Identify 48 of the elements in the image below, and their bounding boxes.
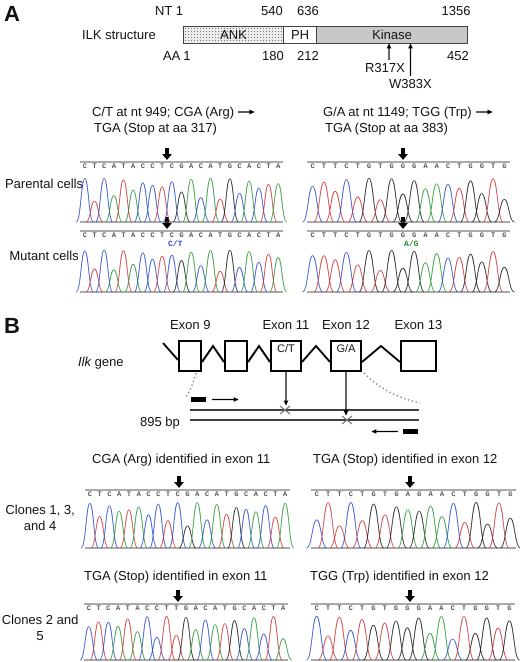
annotation-text: 895 bp — [140, 414, 180, 429]
mutation-label: R317X — [365, 60, 405, 75]
exon-label: Exon 11 — [262, 317, 310, 332]
row-label: Mutant cells — [8, 248, 80, 264]
panel-letter: B — [4, 314, 20, 338]
annotation-text: 636 — [297, 3, 319, 18]
arrow — [344, 372, 348, 416]
annotation-text: 540 — [261, 3, 283, 18]
exon-label: Exon 13 — [394, 317, 442, 332]
annotation-text: CGA (Arg) identified in exon 11 — [92, 451, 270, 466]
annotation-text: TGA (Stop) identified in exon 12 — [313, 451, 498, 466]
base-call-label: C/T — [168, 240, 182, 249]
annotation-text: TGA (Stop at aa 383) — [325, 120, 448, 135]
mutation-mark — [342, 415, 352, 425]
arrow — [386, 44, 392, 60]
annotation-text: TGG (Trp) identified in exon 12 — [310, 568, 489, 583]
annotation-text: G/A at nt 1149; TGG (Trp) — [323, 104, 472, 119]
arrow — [408, 44, 413, 76]
intron-line — [201, 344, 225, 363]
base-call-label: A/G — [404, 240, 418, 249]
intron-line — [247, 344, 271, 363]
panel-letter: A — [4, 2, 20, 26]
annotation-text: ILK structure — [82, 27, 156, 42]
annotation-text: 212 — [297, 48, 319, 63]
domain-segment: ANK — [183, 26, 284, 44]
row-label: Clones 1, 3, and 4 — [4, 502, 76, 534]
exon-box — [224, 340, 248, 372]
annotation-text: C/T at nt 949; CGA (Arg) — [92, 104, 234, 119]
exon-label: Exon 9 — [170, 317, 210, 332]
annotation-text: AA 1 — [163, 48, 190, 63]
annotation-text: 452 — [447, 48, 469, 63]
annotation-text: NT 1 — [155, 3, 183, 18]
intron-line — [361, 344, 401, 363]
intron-line — [301, 344, 331, 363]
annotation-text: Ilk gene — [78, 354, 124, 369]
annotation-text: 180 — [262, 48, 284, 63]
domain-segment: Kinase — [317, 26, 468, 44]
mutation-label: C/T — [277, 343, 295, 355]
annotation-text: TGA (Stop) identified in exon 11 — [84, 568, 268, 583]
annotation-text: TGA (Stop at aa 317) — [94, 120, 217, 135]
mutation-label: W383X — [389, 76, 432, 91]
row-label: Parental cells — [4, 176, 84, 192]
row-label: Clones 2 and 5 — [0, 612, 80, 644]
annotation-text: 1356 — [442, 3, 470, 18]
mutation-mark — [280, 405, 290, 415]
mutation-label: G/A — [336, 343, 356, 355]
arrow — [284, 372, 288, 406]
exon-label: Exon 12 — [322, 317, 370, 332]
